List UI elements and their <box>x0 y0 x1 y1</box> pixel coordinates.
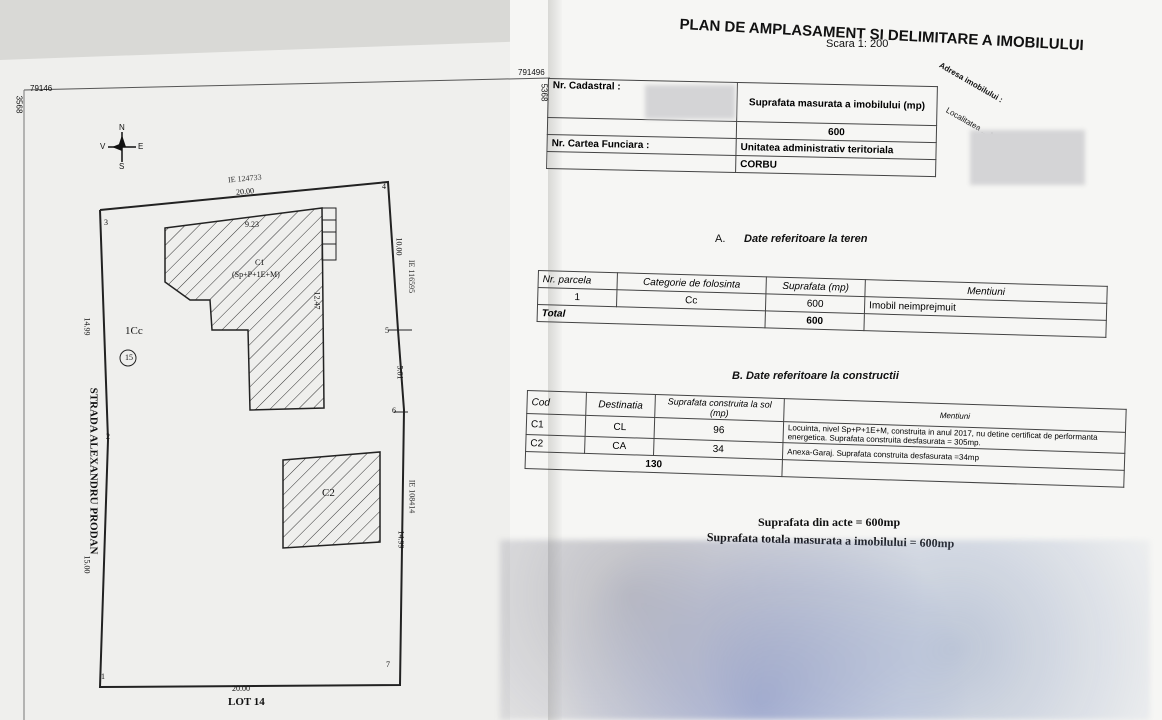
building-c2-name: C2 <box>322 487 335 499</box>
dim-bottom: 20.00 <box>232 684 250 693</box>
redacted-signature-stamp <box>500 540 1150 720</box>
corner-3: 3 <box>104 218 108 227</box>
site-plan-drawing <box>23 77 551 720</box>
dim-right-mid: 5.01 <box>395 365 405 380</box>
suprafata-masurata-label: Suprafata masurata a imobilului (mp) <box>736 82 938 126</box>
building-c1-levels: (Sp+P+1E+M) <box>232 270 280 279</box>
dim-right-lower: 14.99 <box>396 530 406 549</box>
compass-e: E <box>138 142 144 151</box>
compass-icon <box>108 132 136 162</box>
compass-n: N <box>119 123 125 132</box>
corner-2: 2 <box>106 432 110 441</box>
building-c1-name: C1 <box>255 258 265 267</box>
teren-header-nr: Nr. parcela <box>538 270 618 290</box>
parcel-boundary <box>98 180 406 689</box>
compass-s: S <box>119 162 125 171</box>
constr-c2-dest: CA <box>584 436 655 456</box>
table-sheet <box>510 0 1162 720</box>
coord-top-right: 791496 <box>518 68 545 77</box>
section-a-title: Date referitoare la teren <box>744 233 868 245</box>
parcel-number: 15 <box>125 353 133 362</box>
teren-total-value: 600 <box>764 310 865 331</box>
stairs-c1 <box>321 207 337 261</box>
dim-left-lower: 15.00 <box>82 555 92 574</box>
dim-left-upper: 14.99 <box>82 317 92 336</box>
street-label: STRADA ALEXANDRU PRODAN <box>87 387 100 555</box>
right-neighbor-ie-lower: IE 108414 <box>407 479 417 514</box>
paper-fold <box>548 0 562 720</box>
building-c2 <box>282 451 381 549</box>
document-scale: Scara 1: 200 <box>826 38 889 50</box>
corner-6: 6 <box>392 406 396 415</box>
use-code: 1Cc <box>125 325 143 337</box>
bottom-label: LOT 14 <box>228 696 265 708</box>
constr-c1-dest: CL <box>585 415 655 439</box>
corner-7: 7 <box>386 660 390 669</box>
compass-v: V <box>100 142 106 151</box>
coord-top-left: 79146 <box>30 84 53 93</box>
cadastral-header-table: Nr. Cadastral : Suprafata masurata a imo… <box>546 78 938 177</box>
constr-header-cod: Cod <box>526 390 587 416</box>
building-c1 <box>164 207 325 411</box>
constr-c1-cod: C1 <box>526 413 586 437</box>
coord-side-left: 3568 <box>14 95 24 114</box>
suprafata-acte: Suprafata din acte = 600mp <box>758 515 901 529</box>
dim-c1-side: 12.47 <box>312 291 322 310</box>
corner-1: 1 <box>101 672 105 681</box>
corner-5: 5 <box>385 326 389 335</box>
redacted-cadastral <box>645 85 735 119</box>
parcel-number-circle <box>119 349 137 367</box>
unitatea-value: CORBU <box>735 155 936 177</box>
section-b-title: B. Date referitoare la constructii <box>732 370 899 382</box>
teren-nr: 1 <box>537 287 617 307</box>
constr-c2-cod: C2 <box>525 434 586 454</box>
redacted-address <box>970 130 1085 185</box>
corner-4: 4 <box>382 182 386 191</box>
frame-top-line <box>23 77 551 91</box>
dim-c1-top: 9.23 <box>245 220 259 229</box>
section-a-label: A. <box>715 233 726 245</box>
dim-right-upper: 10.00 <box>394 237 404 256</box>
constr-header-dest: Destinatia <box>585 392 656 418</box>
right-neighbor-ie-upper: IE 116595 <box>407 259 417 294</box>
dim-top: 20.00 <box>235 186 255 197</box>
